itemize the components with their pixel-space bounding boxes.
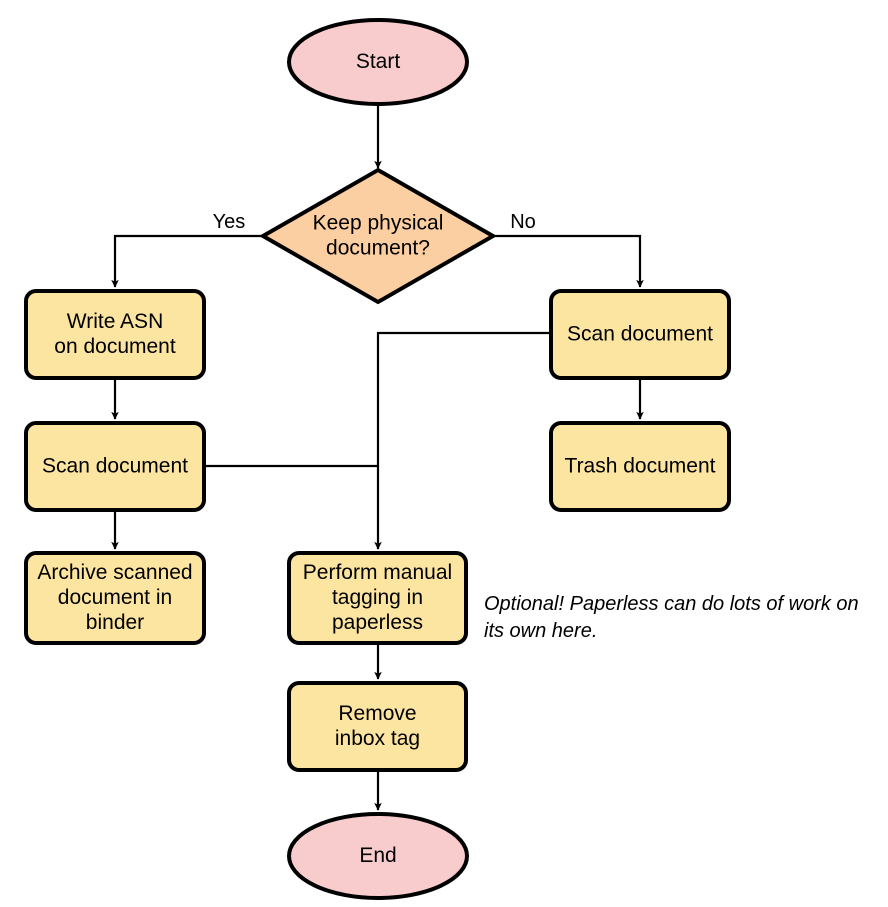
node-trash-document[interactable]: Trash document xyxy=(549,421,731,512)
node-label-start: Start xyxy=(356,50,401,73)
node-label-end: End xyxy=(359,844,396,867)
node-label-trash-document: Trash document xyxy=(565,454,716,477)
annotation-optional-note: Optional! Paperless can do lots of work … xyxy=(484,593,859,642)
edge-line xyxy=(374,331,551,550)
edge-decision-no-to-scan-document-right: No xyxy=(493,211,644,288)
decision-diamond[interactable] xyxy=(258,167,498,305)
process-box[interactable] xyxy=(24,421,206,512)
edge-label-yes: Yes xyxy=(213,211,246,233)
node-end[interactable]: End xyxy=(287,812,469,900)
process-box[interactable] xyxy=(287,681,468,772)
edge-line xyxy=(111,234,262,288)
process-box[interactable] xyxy=(24,289,206,380)
terminator-ellipse[interactable] xyxy=(287,812,469,900)
edge-label-no: No xyxy=(510,211,536,233)
process-box[interactable] xyxy=(549,289,731,380)
terminator-ellipse[interactable] xyxy=(287,18,469,106)
edge-line xyxy=(493,234,644,288)
node-start[interactable]: Start xyxy=(287,18,469,106)
node-label-scan-document-right: Scan document xyxy=(567,322,713,345)
process-box[interactable] xyxy=(287,551,468,645)
edge-scan-document-right-to-tagging xyxy=(374,331,551,550)
node-scan-document-left[interactable]: Scan document xyxy=(24,421,206,512)
process-box[interactable] xyxy=(24,551,206,645)
edge-decision-yes-to-write-asn: Yes xyxy=(111,211,262,288)
edges-layer: Yes No xyxy=(111,104,644,811)
notes-layer: Optional! Paperless can do lots of work … xyxy=(484,593,859,642)
node-label-scan-document-left: Scan document xyxy=(42,454,188,477)
node-scan-document-right[interactable]: Scan document xyxy=(549,289,731,380)
process-box[interactable] xyxy=(549,421,731,512)
